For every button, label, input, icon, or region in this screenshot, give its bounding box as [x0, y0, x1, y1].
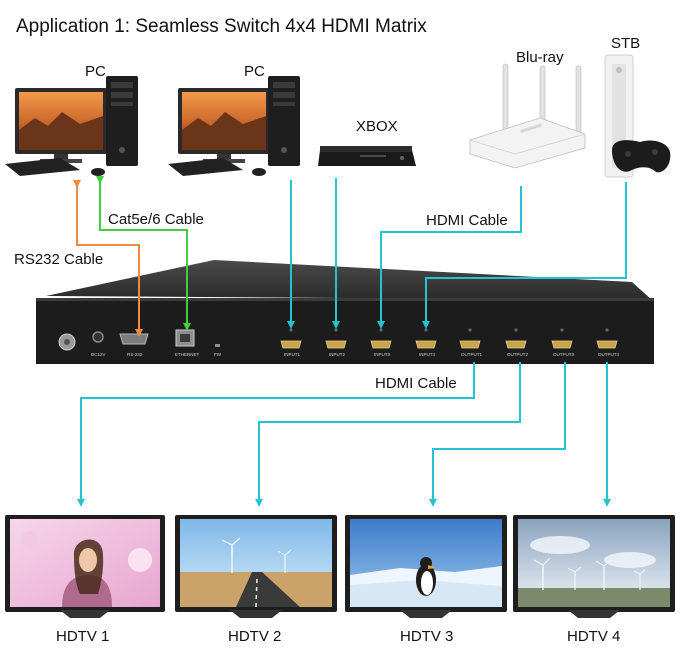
hdtv-1-label: HDTV 1 — [56, 628, 109, 645]
pc-1-label: PC — [85, 63, 106, 80]
hdtv-2-icon — [175, 515, 337, 618]
hdmi-output-4-label: OUTPUT4 — [598, 352, 619, 357]
hdtv-4-label: HDTV 4 — [567, 628, 620, 645]
hdmi-input-1-port — [280, 340, 302, 349]
dc-jack-icon — [92, 331, 104, 343]
hdtv-3-label: HDTV 3 — [400, 628, 453, 645]
hdmi-input-4-port — [415, 340, 437, 349]
hdmi-output-3-port — [551, 340, 573, 349]
hdmi-input-3-line — [377, 186, 522, 329]
hdmi-output-2-label: OUTPUT2 — [507, 352, 528, 357]
rs232-port-label: RS-232 — [127, 352, 143, 357]
hdmi-output-2-port — [505, 340, 527, 349]
hdmi-input-2-label: INPUT2 — [329, 352, 346, 357]
bluray-label: Blu-ray — [516, 49, 564, 66]
stb-icon — [604, 54, 671, 178]
xbox-label: XBOX — [356, 118, 398, 135]
diagram-title: Application 1: Seamless Switch 4x4 HDMI … — [16, 16, 427, 37]
fw-port-icon — [215, 344, 220, 347]
hdmi-input-cable-label: HDMI Cable — [426, 212, 508, 229]
xbox-icon — [318, 146, 416, 166]
hdmi-input-3-label: INPUT3 — [374, 352, 391, 357]
hdtv-3-icon — [345, 515, 507, 618]
fw-port-label: FW — [214, 352, 222, 357]
ethernet-port-label: ETHERNET — [175, 352, 200, 357]
pc-2-label: PC — [244, 63, 265, 80]
stb-label: STB — [611, 35, 640, 52]
dc-port-label: DC12V — [91, 352, 106, 357]
hdmi-output-3-label: OUTPUT3 — [553, 352, 574, 357]
hdtv-2-label: HDTV 2 — [228, 628, 281, 645]
hdmi-output-1-line — [77, 362, 475, 507]
hdmi-matrix-device: DC12V RS-232 ETHERNET FW INPUT1 INPUT2 I… — [36, 260, 654, 364]
rs232-cable-label: RS232 Cable — [14, 251, 103, 268]
cat-cable-label: Cat5e/6 Cable — [108, 211, 204, 228]
hdmi-input-4-label: INPUT4 — [419, 352, 436, 357]
hdmi-output-4-port — [596, 340, 618, 349]
cat-cable-line — [96, 176, 191, 331]
hdmi-output-2-line — [255, 362, 521, 507]
hdmi-output-cable-label: HDMI Cable — [375, 375, 457, 392]
hdmi-output-3-line — [429, 362, 566, 507]
hdmi-outputs: OUTPUT1 OUTPUT2 OUTPUT3 OUTPUT4 — [459, 328, 619, 357]
hdmi-output-1-label: OUTPUT1 — [461, 352, 482, 357]
hdtv-1-icon — [5, 515, 165, 618]
pc-2-icon — [168, 76, 300, 176]
pc-1-icon — [5, 76, 138, 176]
rs232-port-icon — [119, 333, 149, 345]
bluray-icon — [469, 63, 586, 169]
hdmi-input-2-port — [325, 340, 347, 349]
hdmi-output-1-port — [459, 340, 481, 349]
hdmi-inputs: INPUT1 INPUT2 INPUT3 INPUT4 — [280, 328, 437, 357]
hdmi-input-3-port — [370, 340, 392, 349]
hdmi-input-1-label: INPUT1 — [284, 352, 301, 357]
hdtv-4-icon — [513, 515, 675, 618]
hdmi-input-4-line — [422, 182, 627, 329]
